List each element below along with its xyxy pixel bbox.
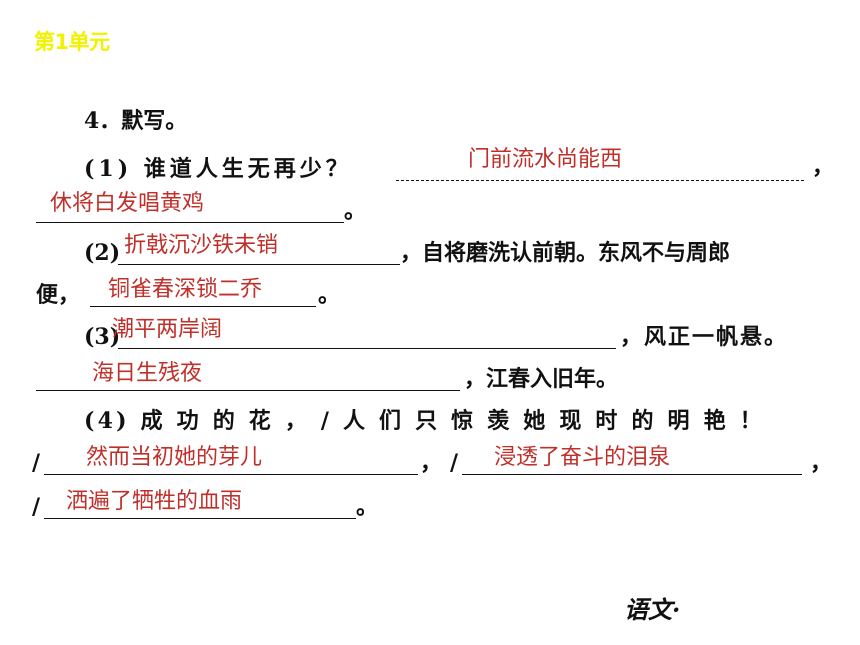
q1-answer-2: 休将白发唱黄鸡	[50, 191, 205, 216]
q1-answer-1: 门前流水尚能西	[468, 147, 623, 172]
q4-comma-2: ，	[810, 450, 833, 476]
q3-mid: ，风正一帆悬。	[620, 324, 789, 350]
q3-answer-1: 潮平两岸阔	[112, 317, 223, 342]
q3-answer-2: 海日生残夜	[92, 361, 203, 386]
q4-answer-3: 洒遍了牺牲的血雨	[66, 489, 243, 514]
q2-answer-2: 铜雀春深锁二乔	[108, 277, 263, 302]
q1-end: 。	[344, 198, 367, 224]
q2-answer-1: 折戟沉沙铁未销	[124, 233, 279, 258]
q4-blank-2	[462, 474, 802, 475]
subject-footer: 语文·	[624, 595, 681, 624]
q2-blank-1	[118, 264, 400, 265]
q2-line2-prefix: 便，	[36, 282, 81, 308]
q3-blank-2	[36, 390, 460, 391]
q2-blank-2	[90, 306, 316, 307]
q4-end: 。	[356, 494, 379, 520]
question-title: 4．默写。	[84, 108, 188, 134]
q4-blank-3	[44, 518, 356, 519]
q2-end: 。	[318, 282, 341, 308]
unit-label: 第1单元	[34, 30, 110, 54]
q1-comma: ，	[812, 154, 835, 180]
q2-mid: ，自将磨洗认前朝。东风不与周郎	[400, 240, 731, 266]
q4-comma-1: ，	[420, 450, 443, 476]
q3-prefix: (3)	[84, 324, 121, 350]
q4-blank-1	[44, 474, 418, 475]
q1-blank-1	[396, 180, 804, 181]
q4-prefix: (4) 成 功 的 花 ， / 人 们 只 惊 羡 她 现 时 的 明 艳 ！	[84, 408, 765, 434]
q4-answer-1: 然而当初她的芽儿	[86, 445, 263, 470]
q2-prefix: (2)	[84, 240, 121, 266]
q4-answer-2: 浸透了奋斗的泪泉	[494, 445, 671, 470]
q4-slash-1: /	[32, 450, 41, 476]
q1-blank-2	[36, 222, 344, 223]
q4-slash-3: /	[32, 494, 41, 520]
q4-slash-2: /	[450, 450, 459, 476]
q1-prefix: (1) 谁道人生无再少？	[84, 156, 352, 182]
q3-end: ，江春入旧年。	[464, 366, 619, 392]
q3-blank-1	[118, 348, 616, 349]
